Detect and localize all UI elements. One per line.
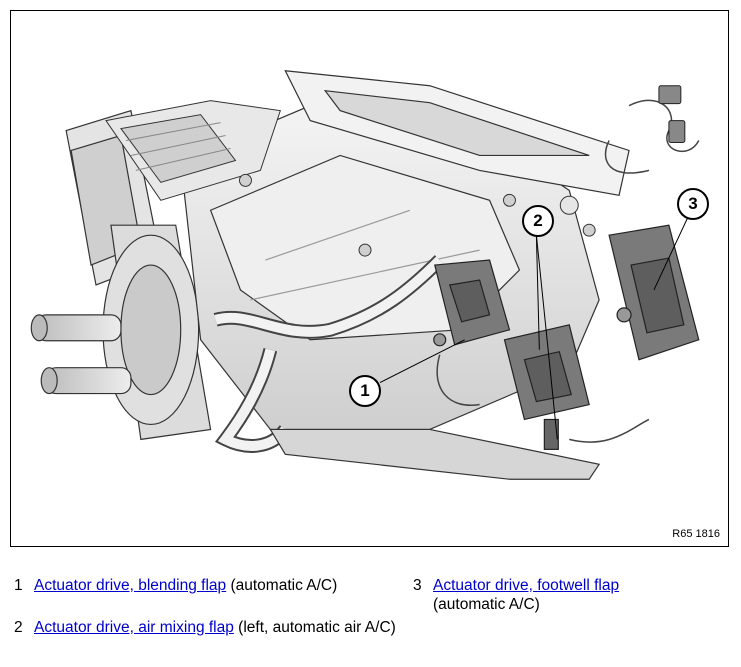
callout-3: 3	[677, 188, 709, 220]
actuator-footwell-flap	[608, 224, 700, 361]
actuator-air-mixing-flap	[503, 324, 590, 450]
filter-section	[105, 100, 281, 201]
legend-text: Actuator drive, blending flap (automatic…	[34, 576, 337, 595]
hvac-unit-drawing	[30, 70, 700, 480]
link-actuator-air-mixing-flap[interactable]: Actuator drive, air mixing flap	[34, 619, 234, 636]
technical-illustration: 1 2 3 R65 1816	[10, 10, 729, 547]
link-actuator-footwell-flap[interactable]: Actuator drive, footwell flap	[433, 577, 620, 594]
link-actuator-blending-flap[interactable]: Actuator drive, blending flap	[34, 577, 227, 594]
legend-text: Actuator drive, air mixing flap (left, a…	[34, 618, 396, 637]
actuator-blending-flap	[433, 259, 511, 347]
legend-item-3: 3 Actuator drive, footwell flap (automat…	[413, 576, 673, 614]
legend-note: (automatic A/C)	[433, 596, 540, 613]
callout-leaders	[379, 215, 690, 440]
legend-number: 2	[14, 619, 23, 636]
legend-note: (left, automatic air A/C)	[233, 619, 396, 636]
legend-item-2: 2 Actuator drive, air mixing flap (left,…	[14, 618, 399, 637]
inlet-pipes	[30, 314, 132, 395]
legend-item-1: 1 Actuator drive, blending flap (automat…	[14, 576, 399, 595]
figure-reference-code: R65 1816	[672, 528, 720, 540]
connector-plugs	[658, 85, 686, 144]
base-plate	[269, 428, 601, 480]
mounting-bolts	[238, 173, 596, 257]
legend-text: Actuator drive, footwell flap (automatic…	[433, 576, 673, 614]
callout-1: 1	[349, 375, 381, 407]
legend-number: 1	[14, 577, 23, 594]
legend: 1 Actuator drive, blending flap (automat…	[0, 572, 741, 667]
legend-number: 3	[413, 577, 422, 594]
legend-note: (automatic A/C)	[226, 577, 338, 594]
top-frame	[284, 70, 630, 197]
callout-2: 2	[522, 205, 554, 237]
